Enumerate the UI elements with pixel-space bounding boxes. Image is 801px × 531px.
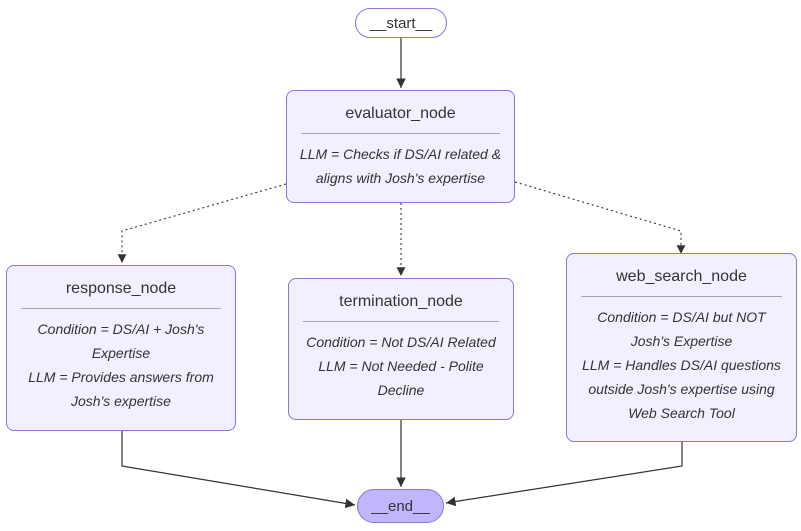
start-node-label: __start__	[369, 14, 433, 32]
edge-response-to-end	[121, 431, 356, 509]
edge-evaluator-to-web-search	[514, 181, 686, 254]
node-divider	[301, 133, 500, 134]
node-response-description: Condition = DS/AI + Josh's Expertise LLM…	[28, 321, 214, 409]
node-divider	[303, 321, 499, 322]
node-web-search: web_search_node Condition = DS/AI but NO…	[566, 253, 797, 442]
end-node: __end__	[357, 489, 444, 523]
node-evaluator-description: LLM = Checks if DS/AI related & aligns w…	[299, 146, 502, 186]
edge-web-search-to-end	[445, 440, 683, 507]
node-termination-description: Condition = Not DS/AI Related LLM = Not …	[306, 334, 496, 398]
node-evaluator: evaluator_node LLM = Checks if DS/AI rel…	[286, 90, 515, 203]
node-termination: termination_node Condition = Not DS/AI R…	[288, 278, 514, 420]
node-web-search-description: Condition = DS/AI but NOT Josh's Experti…	[582, 309, 781, 421]
start-node: __start__	[355, 8, 447, 38]
node-evaluator-title: evaluator_node	[345, 105, 456, 122]
node-divider	[581, 296, 782, 297]
edge-evaluator-to-response	[117, 183, 287, 263]
end-node-label: __end__	[371, 497, 430, 515]
node-response: response_node Condition = DS/AI + Josh's…	[6, 265, 236, 431]
node-termination-title: termination_node	[339, 293, 463, 310]
node-divider	[21, 308, 221, 309]
node-response-title: response_node	[65, 280, 177, 297]
node-web-search-title: web_search_node	[616, 268, 747, 285]
